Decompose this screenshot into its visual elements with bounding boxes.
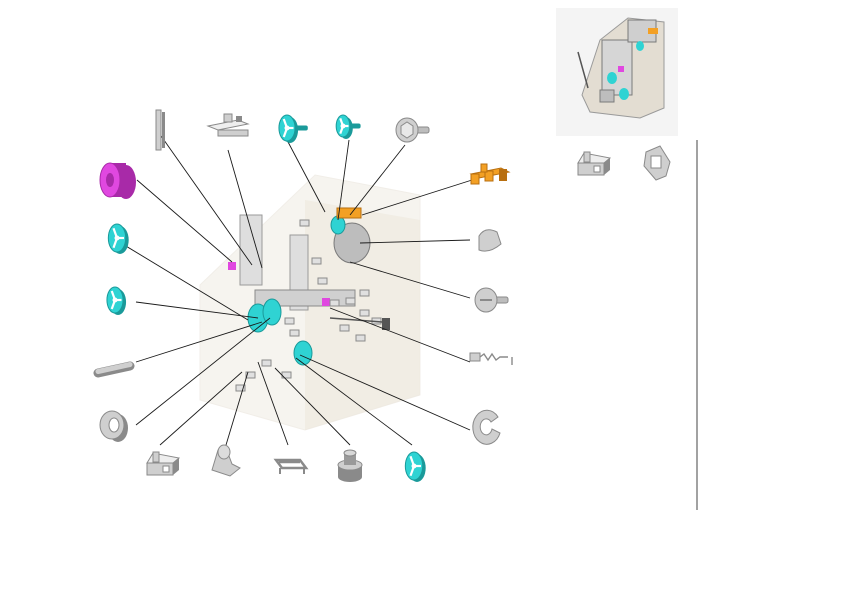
- leader-line: [299, 354, 471, 431]
- part-wire-clip: [273, 458, 309, 474]
- assembly-wire: [329, 317, 383, 323]
- assembly-small-part: [261, 359, 272, 367]
- assembly-magenta-part-2: [322, 298, 330, 306]
- part-rail-bracket: [155, 109, 165, 151]
- side-panel: [556, 8, 698, 510]
- thumbnail-chassis: [601, 39, 633, 96]
- part-bushing: [99, 410, 128, 442]
- leader-line: [227, 149, 263, 269]
- thumbnail-orange-part: [648, 28, 658, 34]
- assembly-connector: [382, 318, 390, 330]
- leader-line: [159, 371, 243, 446]
- part-cyan-gear-shaft-2: [335, 114, 361, 139]
- leader-line: [349, 144, 406, 216]
- assembly-small-part: [235, 384, 246, 392]
- part-cyan-gear-3: [404, 451, 426, 482]
- leader-line: [349, 261, 471, 299]
- part-stepped-collar: [337, 449, 363, 482]
- leader-line: [295, 357, 413, 446]
- thumbnail-gear-3: [636, 41, 644, 51]
- thumbnail-magenta-part: [618, 66, 624, 72]
- part-magenta-roller: [99, 162, 136, 199]
- assembly-small-part: [245, 371, 256, 379]
- assembly-orange-part: [336, 207, 362, 219]
- leader-line: [115, 239, 249, 321]
- part-round-screw: [474, 287, 509, 313]
- central-assembly: [199, 174, 421, 431]
- leader-line: [225, 371, 249, 446]
- part-cyan-gear-shaft-1: [278, 114, 308, 143]
- part-c-ring: [472, 409, 501, 445]
- leader-line: [286, 139, 326, 213]
- assembly-small-part: [311, 257, 322, 265]
- part-cyan-gear-1: [107, 223, 129, 254]
- leader-line: [158, 132, 253, 266]
- assembly-small-part: [329, 299, 340, 307]
- thumbnail-assembly: [556, 8, 678, 136]
- leader-line: [361, 179, 473, 216]
- leader-line: [135, 317, 271, 426]
- leader-line: [135, 321, 263, 363]
- leader-line: [136, 179, 233, 263]
- assembly-small-part: [345, 297, 356, 305]
- assembly-small-part: [339, 324, 350, 332]
- assembly-small-part: [289, 329, 300, 337]
- assembly-upright-left: [239, 214, 263, 286]
- part-lever-arm: [211, 444, 241, 477]
- leader-line: [274, 367, 351, 446]
- leader-line: [257, 361, 289, 446]
- part-clip-plate: [206, 113, 250, 137]
- assembly-small-part: [359, 309, 370, 317]
- part-latch-block: [146, 451, 181, 476]
- assembly-small-part: [317, 277, 328, 285]
- part-frame-bracket-side: [643, 145, 671, 181]
- thumbnail-gear-2: [619, 88, 629, 100]
- assembly-gear-c: [293, 340, 313, 366]
- leader-line: [337, 139, 350, 221]
- assembly-small-part: [359, 289, 370, 297]
- leader-line: [359, 239, 471, 244]
- assembly-gear-b: [262, 298, 282, 326]
- thumbnail-gear: [607, 72, 617, 84]
- thumbnail-block: [599, 89, 615, 103]
- assembly-small-part: [299, 219, 310, 227]
- assembly-magenta-part: [228, 262, 236, 270]
- leader-line: [135, 301, 259, 319]
- part-hex-screw: [395, 117, 430, 143]
- assembly-small-part: [355, 334, 366, 342]
- part-pin-shaft: [93, 361, 135, 378]
- leader-lines: [115, 132, 473, 446]
- part-spring-pin: [469, 352, 513, 365]
- leader-line: [329, 307, 471, 363]
- part-cyan-gear-2: [106, 286, 127, 315]
- thumbnail-rod: [577, 51, 589, 89]
- assembly-small-part: [284, 317, 295, 325]
- part-latch-block-side: [577, 151, 612, 176]
- part-orange-bracket: [469, 163, 511, 185]
- part-motor-cap: [478, 229, 502, 252]
